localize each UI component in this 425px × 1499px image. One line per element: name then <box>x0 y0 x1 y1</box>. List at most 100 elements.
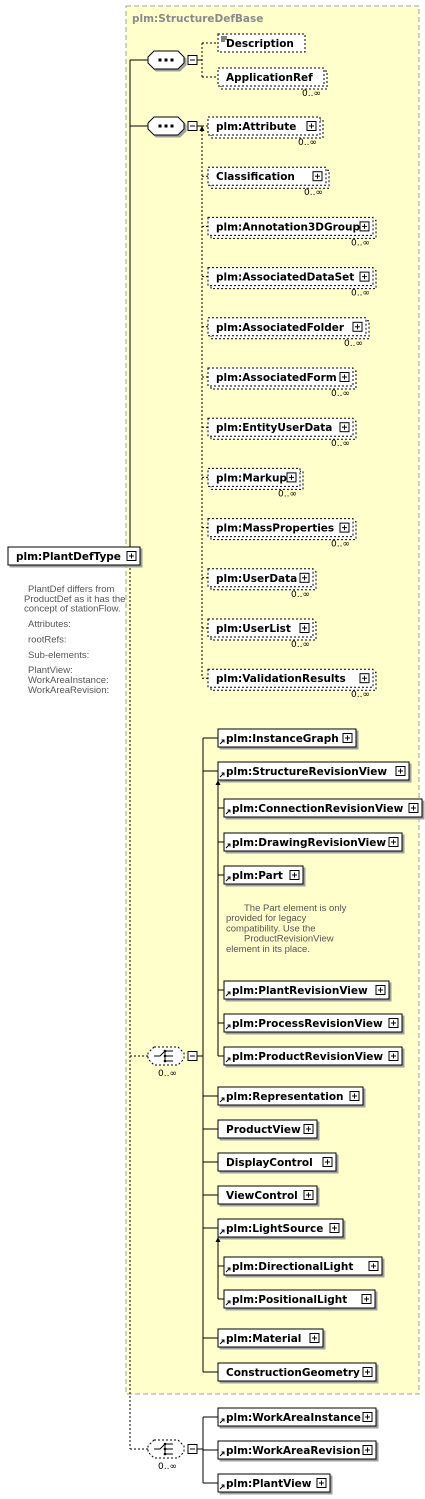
plm-productrevisionview-label: plm:ProductRevisionView <box>232 1051 383 1063</box>
part-note-line: The Part element is only <box>244 903 347 914</box>
plm-instancegraph-label: plm:InstanceGraph <box>226 733 339 745</box>
applicationref-box[interactable] <box>217 67 325 87</box>
plm-associatedfolder-box[interactable] <box>207 317 367 337</box>
plm-massproperties-cardinality: 0..∞ <box>331 540 350 550</box>
plm-workarearevision-box[interactable] <box>217 1440 377 1460</box>
reference-arrow-icon <box>225 991 231 997</box>
plm-associatedform-box[interactable] <box>207 367 354 387</box>
plm-drawingrevisionview-box[interactable] <box>223 832 403 852</box>
plm-annotation3dgroup-cardinality: 0..∞ <box>351 238 370 248</box>
plm-massproperties-box[interactable] <box>207 518 354 538</box>
plm-material-box[interactable] <box>217 1328 324 1348</box>
description-box[interactable] <box>217 33 306 53</box>
sequence-dot <box>158 124 162 128</box>
sequence-dot <box>164 124 168 128</box>
plm-plantview-box[interactable] <box>217 1473 331 1493</box>
reference-arrow-icon <box>219 1229 225 1235</box>
plm-associatedfolder-label: plm:AssociatedFolder <box>216 322 345 334</box>
plm-userlist-box[interactable] <box>207 618 314 638</box>
plm-validationresults-label: plm:ValidationResults <box>216 673 346 685</box>
plm-directionallight-box[interactable] <box>223 1256 383 1276</box>
derivation-arrow <box>215 1237 221 1242</box>
plm-plantdeftype-box[interactable] <box>7 546 141 566</box>
plm-attribute-box[interactable] <box>207 116 321 136</box>
plm-workareainstance-label: plm:WorkAreaInstance <box>226 1412 361 1424</box>
plm-drawingrevisionview-label: plm:DrawingRevisionView <box>232 837 386 849</box>
plm-userdata-box[interactable] <box>207 568 314 588</box>
sequence-dot <box>170 124 174 128</box>
part-note-line: ProductRevisionView <box>244 934 334 945</box>
plm-productrevisionview-box[interactable] <box>223 1046 403 1066</box>
root-annotation-line: PlantView: <box>28 665 73 676</box>
documentation-icon <box>221 36 227 42</box>
plm-associatedform-label: plm:AssociatedForm <box>216 372 337 384</box>
derivation-arrow <box>215 780 221 785</box>
classification-box[interactable] <box>207 166 327 186</box>
plm-entityuserdata-cardinality: 0..∞ <box>331 439 350 449</box>
plm-userlist-cardinality: 0..∞ <box>291 640 310 650</box>
constructiongeometry-label: ConstructionGeometry <box>226 1367 360 1379</box>
plm-material-label: plm:Material <box>226 1333 301 1345</box>
plm-attribute-cardinality: 0..∞ <box>298 138 317 148</box>
reference-arrow-icon <box>219 1451 225 1457</box>
viewcontrol-label: ViewControl <box>226 1190 298 1202</box>
plm-workarearevision-label: plm:WorkAreaRevision <box>226 1445 361 1457</box>
reference-arrow-icon <box>225 1267 231 1273</box>
plm-processrevisionview-label: plm:ProcessRevisionView <box>232 1018 383 1030</box>
plm-plantview-label: plm:PlantView <box>226 1478 312 1490</box>
reference-arrow-icon <box>219 772 225 778</box>
plm-workareainstance-box[interactable] <box>217 1407 377 1427</box>
plm-entityuserdata-label: plm:EntityUserData <box>216 422 332 434</box>
productview-label: ProductView <box>226 1124 301 1136</box>
root-annotation-line: WorkAreaRevision: <box>28 685 109 696</box>
plm-validationresults-box[interactable] <box>207 668 374 688</box>
applicationref-label: ApplicationRef <box>226 72 313 84</box>
root-annotation-line: concept of stationFlow. <box>24 604 121 615</box>
root-annotation-line: ProductDef as it has the <box>24 594 125 605</box>
plm-userlist-label: plm:UserList <box>216 623 291 635</box>
plm-entityuserdata-box[interactable] <box>207 417 354 437</box>
plm-plantdeftype-label: plm:PlantDefType <box>16 551 121 563</box>
displaycontrol-box[interactable] <box>217 1152 337 1172</box>
classification-label: Classification <box>216 171 295 183</box>
choice-compositor-1-cardinality: 0..∞ <box>158 1069 177 1079</box>
plm-associatedfolder-cardinality: 0..∞ <box>344 339 363 349</box>
plm-annotation3dgroup-box[interactable] <box>207 216 374 236</box>
plm-positionallight-box[interactable] <box>223 1289 376 1309</box>
plm-instancegraph-box[interactable] <box>217 728 357 748</box>
plm-associateddataset-label: plm:AssociatedDataSet <box>216 272 354 284</box>
reference-arrow-icon <box>219 1097 225 1103</box>
plm-connectionrevisionview-label: plm:ConnectionRevisionView <box>232 803 404 815</box>
constructiongeometry-box[interactable] <box>217 1362 377 1382</box>
root-annotation-line: Attributes: <box>28 619 71 630</box>
plm-annotation3dgroup-label: plm:Annotation3DGroup <box>216 221 360 233</box>
part-note-line: element in its place. <box>226 944 310 955</box>
productview-box[interactable] <box>217 1119 318 1139</box>
plm-lightsource-box[interactable] <box>217 1218 344 1238</box>
plm-markup-box[interactable] <box>207 467 301 487</box>
reference-arrow-icon <box>225 843 231 849</box>
plm-representation-box[interactable] <box>217 1086 364 1106</box>
plm-representation-label: plm:Representation <box>226 1091 344 1103</box>
plm-processrevisionview-box[interactable] <box>223 1013 403 1033</box>
plm-markup-label: plm:Markup <box>216 472 287 484</box>
plm-validationresults-cardinality: 0..∞ <box>351 690 370 700</box>
part-note-line: provided for legacy <box>226 913 307 924</box>
plm-plantrevisionview-box[interactable] <box>223 980 390 1000</box>
plm-attribute-label: plm:Attribute <box>216 121 296 133</box>
plm-connectionrevisionview-box[interactable] <box>223 798 423 818</box>
applicationref-cardinality: 0..∞ <box>302 89 321 99</box>
description-label: Description <box>226 38 294 50</box>
part-note-line: compatibility. Use the <box>226 923 316 934</box>
plm-associateddataset-box[interactable] <box>207 267 374 287</box>
viewcontrol-box[interactable] <box>217 1185 318 1205</box>
reference-arrow-icon <box>225 876 231 882</box>
reference-arrow-icon <box>225 1024 231 1030</box>
reference-arrow-icon <box>225 1057 231 1063</box>
plm-structurerevisionview-box[interactable] <box>217 761 410 781</box>
choice-dot <box>163 1049 167 1053</box>
classification-cardinality: 0..∞ <box>304 188 323 198</box>
plm-part-box[interactable] <box>223 865 304 885</box>
group-label: plm:StructureDefBase <box>132 13 263 25</box>
